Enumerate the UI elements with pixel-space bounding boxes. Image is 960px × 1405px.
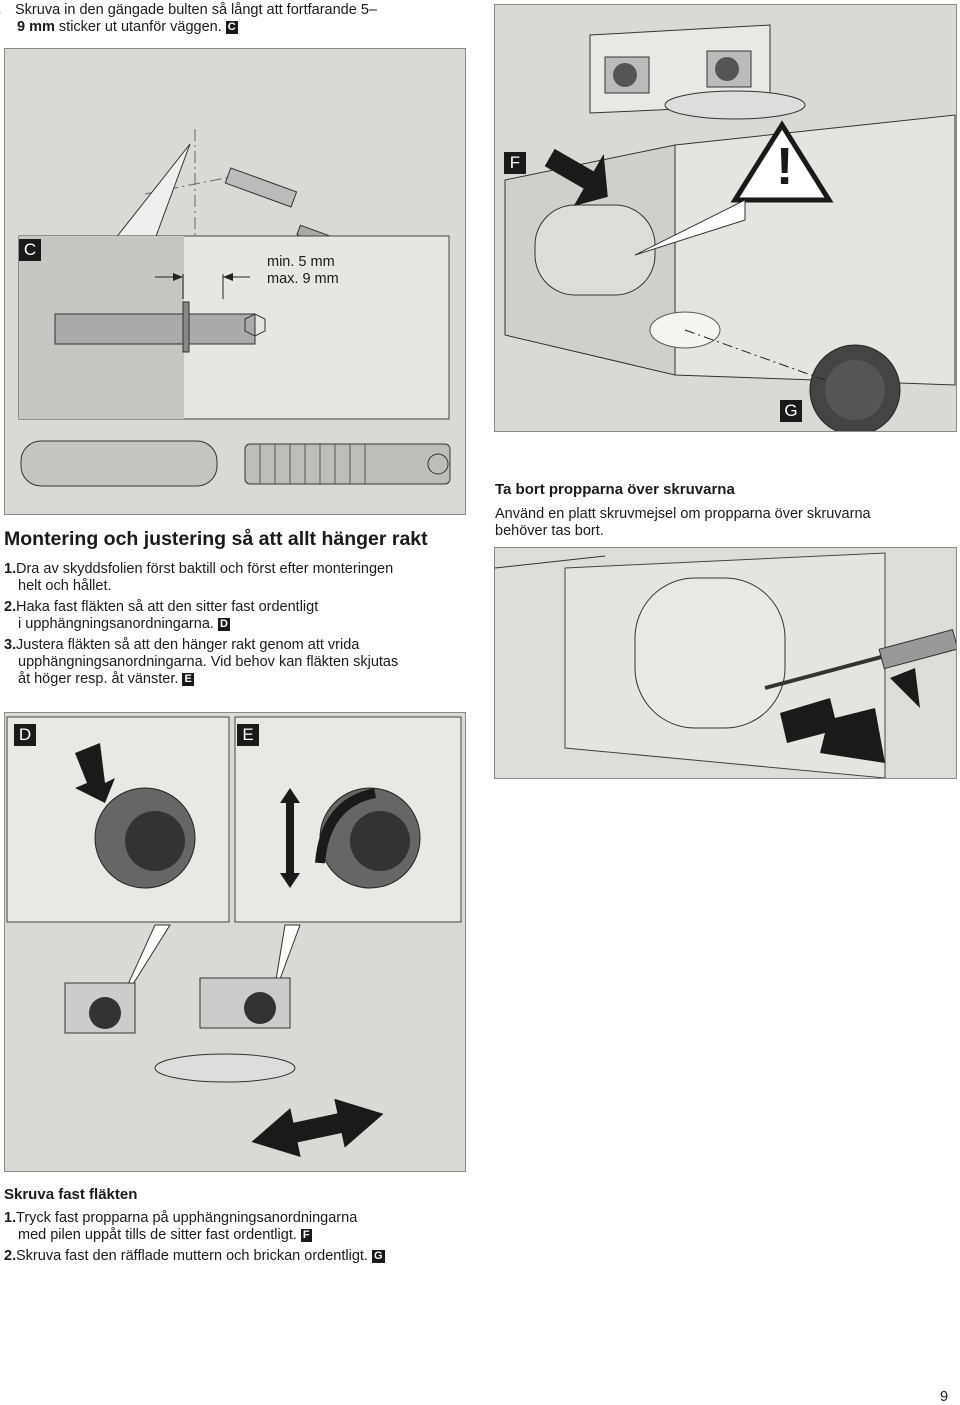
- figure-label-f: F: [504, 152, 526, 174]
- step-number: 2.: [4, 599, 17, 615]
- step-text-line1: Skruva in den gängade bulten så långt at…: [15, 2, 377, 18]
- figure-ref-badge: E: [182, 673, 194, 686]
- mounting-step-1: 1.Dra av skyddsfolien först baktill och …: [4, 561, 474, 595]
- figure-ref-badge: D: [217, 618, 230, 631]
- page-number: 9: [940, 1389, 949, 1405]
- step-number: 1.: [4, 561, 17, 577]
- dimension-min: min. 5 mm: [267, 254, 335, 270]
- figure-ref-badge: C: [225, 21, 238, 34]
- dimension-max: max. 9 mm: [267, 271, 339, 287]
- section-title-remove-plugs: Ta bort propparna över skruvarna: [495, 481, 735, 498]
- step-number: 1.: [4, 1210, 17, 1226]
- fasten-steps: 1.Tryck fast propparna på upphängningsan…: [4, 1210, 474, 1265]
- figure-fan-mounting-fg: F ! G: [494, 4, 957, 432]
- step-text-cont: helt och hållet.: [18, 578, 112, 594]
- mounting-step-3: 3.Justera fläkten så att den hänger rakt…: [4, 637, 474, 688]
- figure-label-e: E: [237, 724, 259, 746]
- dimension-labels: min. 5 mm max. 9 mm: [267, 254, 339, 288]
- remove-plugs-text: Använd en platt skruvmejsel om propparna…: [495, 506, 955, 540]
- step-text-cont: med pilen uppåt tills de sitter fast ord…: [18, 1227, 297, 1243]
- figure-anchor-bolt: C min. 5 mm max. 9 mm: [4, 48, 466, 515]
- step-number: 2.: [4, 1248, 17, 1264]
- step-text-line2: sticker ut utanför väggen.: [58, 19, 222, 35]
- step-text: Skruva fast den räfflade muttern och bri…: [16, 1248, 368, 1264]
- section-title-mounting: Montering och justering så att allt häng…: [4, 528, 428, 550]
- fasten-step-1: 1.Tryck fast propparna på upphängningsan…: [4, 1210, 474, 1244]
- step-number: 3.: [0, 2, 15, 19]
- step-text-cont: åt höger resp. åt vänster.: [18, 671, 179, 687]
- figure-ref-badge: G: [371, 1250, 385, 1263]
- step-text: Tryck fast propparna på upphängningsanor…: [16, 1210, 358, 1226]
- figure-label-c: C: [19, 239, 41, 261]
- remove-plugs-line2: behöver tas bort.: [495, 523, 604, 539]
- step-3-instruction: 3.Skruva in den gängade bulten så långt …: [0, 2, 473, 36]
- fasten-step-2: 2.Skruva fast den räfflade muttern och b…: [4, 1248, 474, 1265]
- step-text-cont: upphängningsanordningarna. Vid behov kan…: [18, 654, 399, 670]
- figure-adjust-de: D E: [4, 712, 466, 1172]
- figure-label-g: G: [780, 400, 802, 422]
- section-title-fasten: Skruva fast fläkten: [4, 1186, 138, 1203]
- step-bold-value: 9 mm: [17, 19, 55, 35]
- remove-plugs-line1: Använd en platt skruvmejsel om propparna…: [495, 506, 871, 522]
- step-text: Haka fast fläkten så att den sitter fast…: [16, 599, 319, 615]
- mounting-step-2: 2.Haka fast fläkten så att den sitter fa…: [4, 599, 474, 633]
- step-number: 3.: [4, 637, 17, 653]
- figure-ref-badge: F: [300, 1229, 312, 1242]
- step-text: Justera fläkten så att den hänger rakt g…: [16, 637, 360, 653]
- figure-label-d: D: [14, 724, 36, 746]
- step-text-cont: i upphängningsanordningarna.: [18, 616, 214, 632]
- figure-remove-plug: [494, 547, 957, 779]
- warning-icon: !: [776, 138, 794, 196]
- mounting-steps: 1.Dra av skyddsfolien först baktill och …: [4, 561, 474, 688]
- step-text: Dra av skyddsfolien först baktill och fö…: [16, 561, 394, 577]
